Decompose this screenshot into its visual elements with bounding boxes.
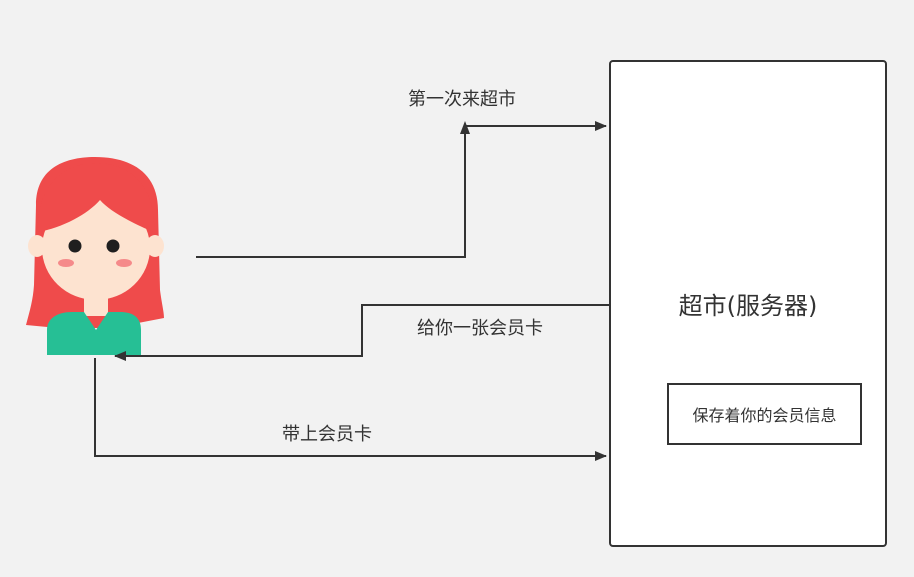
hair-bangs: [37, 163, 155, 232]
label-bring-card: 带上会员卡: [282, 424, 372, 445]
face: [42, 196, 150, 300]
left-cheek: [58, 259, 74, 267]
server-box: [609, 60, 887, 547]
neck: [84, 296, 108, 316]
arrow-first-visit-up-tip: [460, 121, 470, 134]
right-ear: [146, 235, 164, 257]
member-info-box: 保存着你的会员信息: [667, 383, 862, 445]
arrow-give-card: [114, 304, 609, 361]
label-give-card: 给你一张会员卡: [417, 318, 543, 339]
shirt: [47, 312, 141, 355]
left-ear: [28, 235, 46, 257]
arrow-first-visit: [196, 121, 607, 258]
person-avatar: [26, 157, 164, 355]
label-first-visit: 第一次来超市: [408, 89, 516, 110]
server-title: 超市(服务器): [678, 292, 818, 320]
right-eye: [106, 239, 120, 253]
arrow-bring-card: [94, 358, 607, 461]
right-cheek: [116, 259, 132, 267]
member-info-label: 保存着你的会员信息: [692, 406, 837, 425]
left-eye: [68, 239, 82, 253]
